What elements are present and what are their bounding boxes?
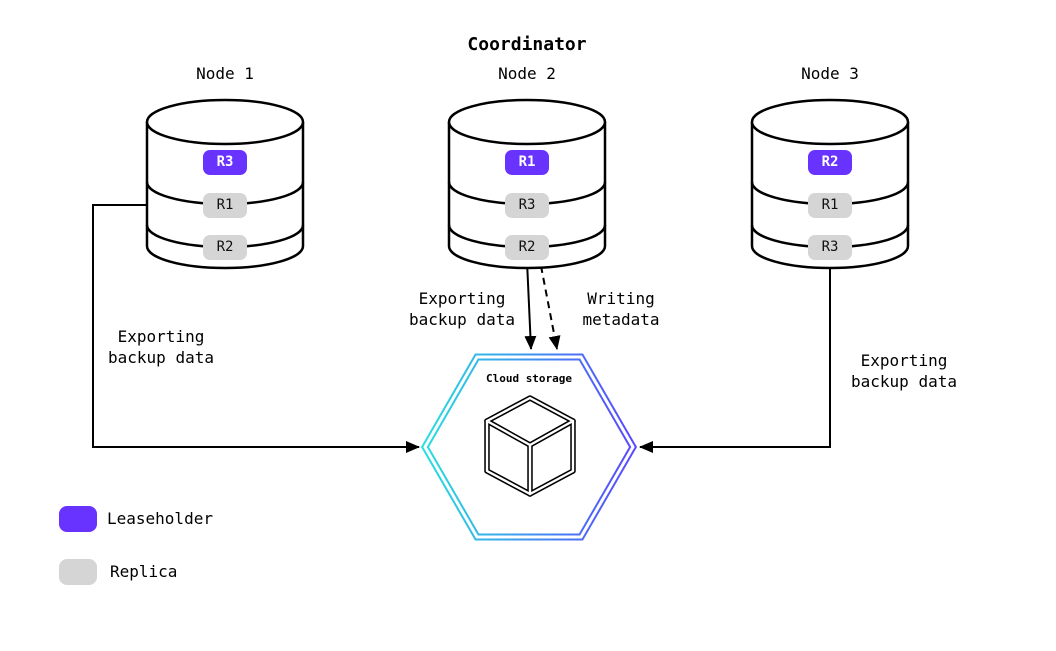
legend-replica-label: Replica [110,562,178,581]
legend-leaseholder-swatch [59,506,97,532]
node1-replica-r3-leaseholder: R3 [203,150,247,175]
node2-replica-r3: R3 [505,193,549,218]
node2-export-label: Exporting backup data [409,289,515,329]
diagram-title: Coordinator [467,34,587,55]
node-3-database-cylinder [750,98,910,270]
legend-leaseholder-label: Leaseholder [107,509,213,528]
node3-replica-r3: R3 [808,235,852,260]
legend-replica-swatch [59,559,97,585]
node-3-label: Node 3 [801,64,859,83]
node2-metadata-label: Writing metadata [582,289,660,329]
node3-replica-r1: R1 [808,193,852,218]
node-2-label: Node 2 [498,64,556,83]
cube-icon [484,395,576,497]
node1-replica-r2: R2 [203,235,247,260]
node3-replica-r2-leaseholder: R2 [808,150,852,175]
arrow-node3-export [639,260,831,453]
node-1-label: Node 1 [196,64,254,83]
arrow-node2-export [524,260,537,350]
node1-export-label: Exporting backup data [108,327,214,367]
node2-replica-r1-leaseholder: R1 [505,150,549,175]
arrow-node2-metadata [540,265,561,350]
cloud-storage-label: Cloud storage [485,372,573,385]
node3-export-label: Exporting backup data [851,351,957,391]
node2-replica-r2: R2 [505,235,549,260]
node1-replica-r1: R1 [203,193,247,218]
